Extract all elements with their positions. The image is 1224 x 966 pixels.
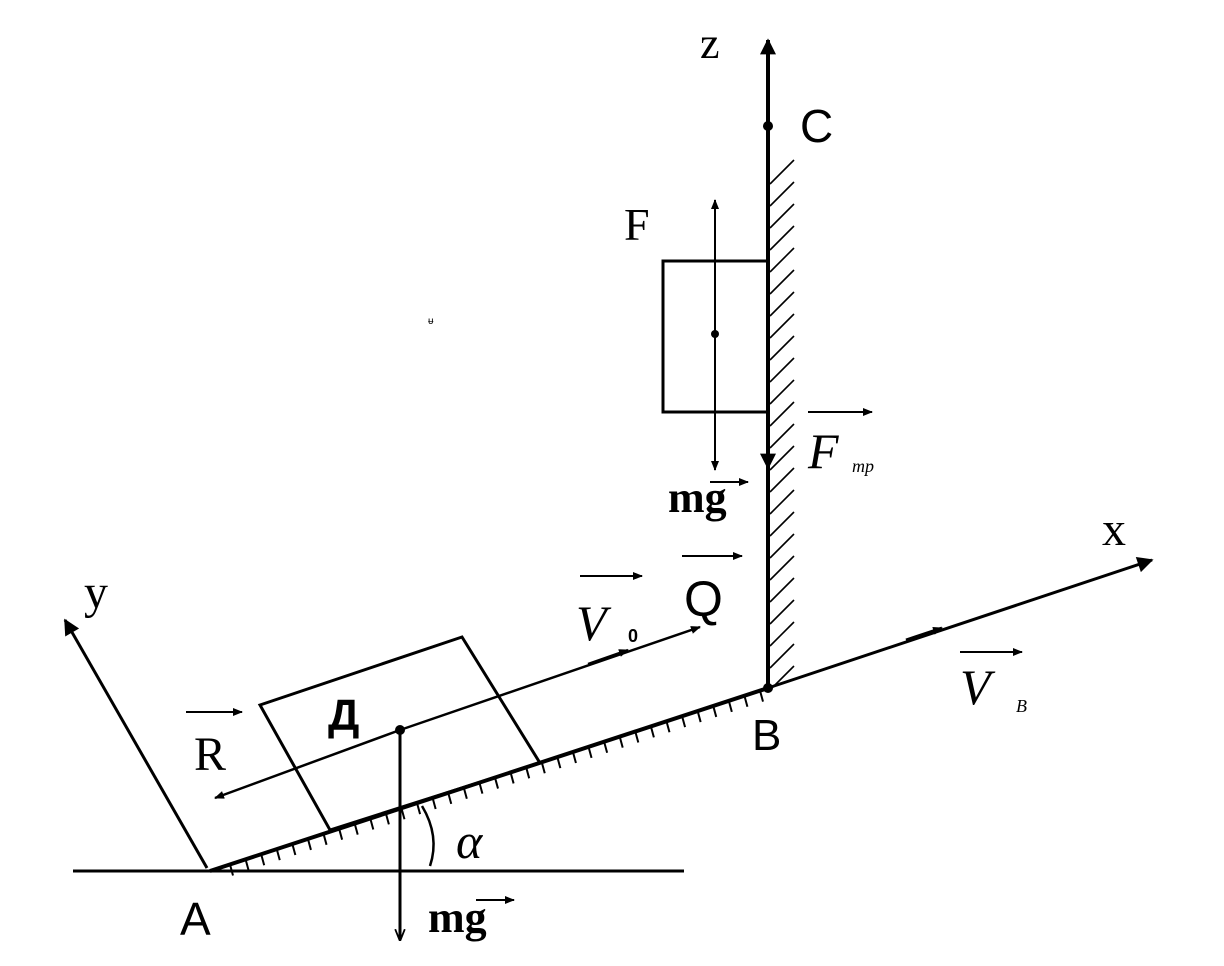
incline-hatch-tick [229,864,234,876]
incline-hatch-tick [743,695,749,707]
point-b-dot [763,683,773,693]
v0-arrow [587,648,629,666]
label-r: R [194,728,226,781]
label-x: x [1102,503,1126,556]
label-mg-incline: mg [428,893,487,942]
wall-hatch-tick [769,379,795,405]
block-d [257,635,543,832]
wall-hatch-tick [769,643,795,669]
q-vector [399,625,701,732]
incline-hatch-tick [291,843,297,856]
label-f-friction: F [807,423,839,479]
incline-hatch-tick [244,859,250,871]
incline-hatch-tick [462,787,468,800]
wall-hatch-tick [769,159,795,185]
x-axis [767,556,1154,690]
label-y: y [84,566,108,619]
incline-hatch-tick [634,731,640,743]
incline-hatch-tick [759,690,764,702]
incline-hatch-tick [696,710,702,723]
label-a: A [180,893,211,945]
incline-hatch-tick [416,802,422,815]
incline-hatch-tick [665,721,671,733]
wall-hatching [769,159,795,691]
incline-hatch-tick [400,807,406,820]
wall-hatch-tick [769,269,795,295]
stray-mark: ᵾ [428,316,434,327]
incline-hatch-tick [447,792,453,805]
incline-hatch-tick [494,777,499,789]
point-c-dot [763,121,773,131]
r-vector [214,728,401,800]
incline-hatch-tick [649,726,655,738]
incline-hatch-tick [260,854,266,866]
wall-hatch-tick [769,335,795,361]
incline-hatch-tick [603,741,609,754]
label-v0-sub: 0 [628,626,638,646]
wall-hatch-tick [769,533,795,559]
label-alpha: α [456,813,484,869]
incline-hatch-tick [540,761,546,774]
incline-hatching [229,690,764,876]
label-v0: V [576,595,612,651]
label-b: B [752,711,781,760]
wall-hatch-tick [769,489,795,515]
incline-hatch-tick [431,797,437,810]
angle-alpha-arc [420,805,435,867]
label-d: Д [328,691,359,740]
label-f-friction-sub: тр [852,456,874,476]
incline-hatch-tick [556,756,562,769]
label-vb: V [960,659,996,715]
wall-hatch-tick [769,665,795,691]
wall-hatch-tick [769,181,795,207]
y-axis [63,618,209,869]
wall-hatch-tick [769,577,795,603]
wall-hatch-tick [769,423,795,449]
incline-hatch-tick [478,782,484,794]
incline-hatch-tick [525,767,531,779]
label-z: z [700,19,720,68]
wall-hatch-tick [769,511,795,537]
incline-hatch-tick [509,772,515,784]
incline-hatch-tick [384,813,390,825]
incline-hatch-tick [618,736,624,748]
wall-hatch-tick [769,247,795,273]
wall-hatch-tick [769,555,795,581]
incline-hatch-tick [275,848,281,861]
wall-hatch-tick [769,445,795,471]
wall-hatch-tick [769,291,795,317]
incline-hatch-tick [306,838,312,851]
wall-hatch-tick [769,203,795,229]
incline-hatch-tick [727,700,733,713]
label-q: Q [684,571,723,627]
incline-hatch-tick [712,705,718,718]
wall-hatch-tick [769,357,795,383]
label-f: F [624,199,650,250]
incline-hatch-tick [338,828,344,840]
wall-hatch-tick [769,225,795,251]
incline-hatch-tick [353,823,359,835]
wall-hatch-tick [769,401,795,427]
incline-hatch-tick [571,751,577,764]
incline-hatch-tick [587,746,593,759]
vb-arrow [905,626,943,642]
wall-hatch-tick [769,621,795,647]
label-mg-wall: mg [668,473,727,522]
label-vb-sub: B [1016,696,1027,716]
incline-hatch-tick [369,818,375,830]
wall-hatch-tick [769,467,795,493]
wall-hatch-tick [769,313,795,339]
wall-hatch-tick [769,599,795,625]
incline-hatch-tick [681,715,687,728]
incline-hatch-tick [322,833,328,846]
label-c: C [800,100,833,152]
